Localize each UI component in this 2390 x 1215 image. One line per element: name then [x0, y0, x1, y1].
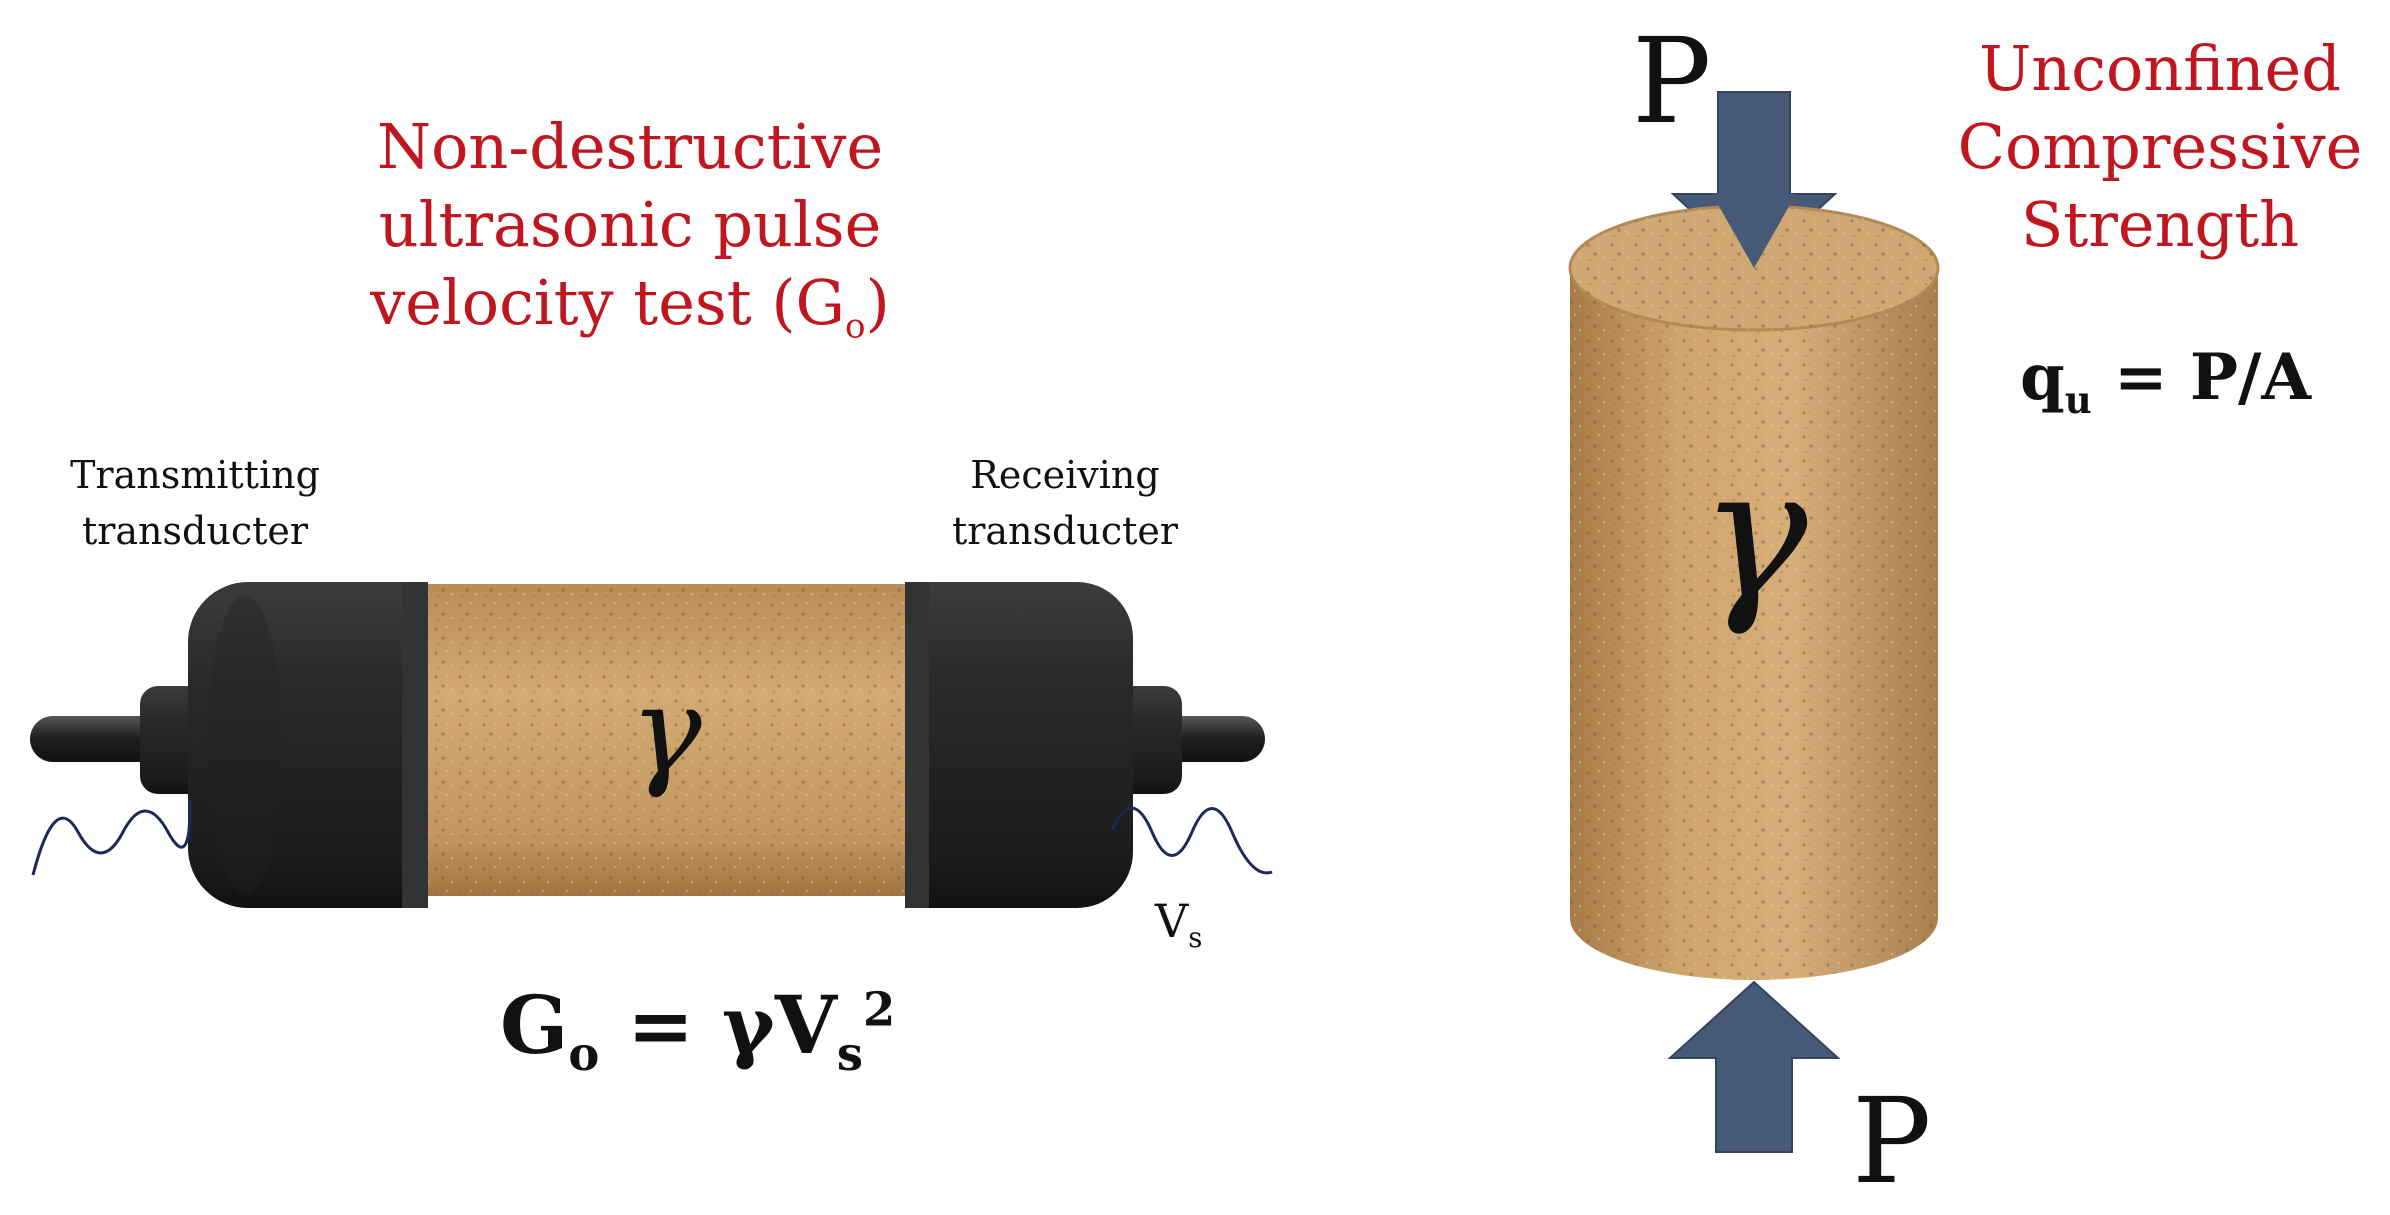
- shear-modulus-formula: Go = γVs2: [500, 978, 896, 1081]
- bottom-load-arrow: [1667, 980, 1841, 1153]
- transmitted-wave: [31, 799, 192, 876]
- transmitting-transducer-label: Transmitting transducter: [70, 453, 320, 553]
- horizontal-specimen-gamma: γ: [630, 662, 702, 801]
- ultrasonic-test-title: Non-destructive ultrasonic pulse velocit…: [330, 108, 930, 365]
- ucs-title-line-2: Compressive: [1957, 110, 2363, 183]
- receiving-transducer: [905, 582, 1133, 908]
- shear-wave-velocity-label: Vs: [1155, 894, 1203, 955]
- ultrasonic-setup: [30, 582, 1273, 908]
- ultrasonic-title-line-2: ultrasonic pulse: [378, 188, 882, 261]
- ucs-formula: qu = P/A: [2020, 340, 2312, 422]
- ucs-title: Unconfined Compressive Strength: [1930, 30, 2390, 264]
- ucs-setup: [1568, 91, 1940, 1153]
- receiving-transducer-label: Receiving transducter: [951, 453, 1179, 553]
- ultrasonic-title-line-1: Non-destructive: [376, 110, 884, 183]
- vertical-specimen-gamma: γ: [1700, 430, 1808, 639]
- left-cable: [30, 716, 170, 762]
- transmitting-transducer: [188, 582, 428, 908]
- ucs-title-line-3: Strength: [2020, 188, 2300, 261]
- top-load-label: P: [1632, 12, 1712, 150]
- ucs-title-line-1: Unconfined: [1979, 32, 2341, 105]
- received-wave: [1110, 806, 1273, 875]
- bottom-load-label: P: [1852, 1072, 1932, 1210]
- ultrasonic-title-line-3: velocity test (Go): [370, 266, 890, 347]
